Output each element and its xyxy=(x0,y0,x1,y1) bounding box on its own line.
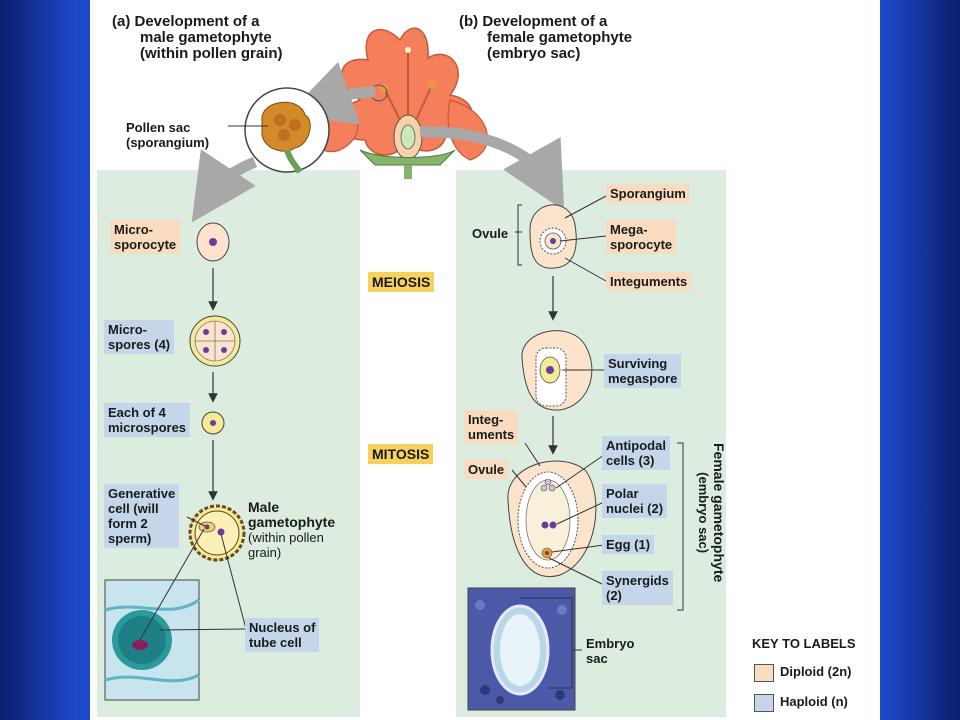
arrow-pollen-sac-to-panel xyxy=(191,149,258,223)
integuments-label-mid: Integ-uments xyxy=(464,410,519,444)
mitosis-label: MITOSIS xyxy=(368,444,434,464)
ovule-megasporocyte xyxy=(529,204,577,269)
egg-label: Egg (1) xyxy=(602,535,655,554)
microspores-label: Micro-spores (4) xyxy=(104,320,175,354)
key-diploid-label: Diploid (2n) xyxy=(780,664,852,679)
meiosis-label: MEIOSIS xyxy=(368,272,435,292)
female-gametophyte-vertical-label: Female gametophyte (embryo sac) xyxy=(696,443,727,583)
sporangium-label: Sporangium xyxy=(606,184,690,203)
ovule-surviving-megaspore xyxy=(521,330,593,411)
key-diploid-swatch xyxy=(754,664,774,682)
female-heading: (b) Development of a female gametophyte … xyxy=(459,13,633,62)
male-gametophyte-label: Male gametophyte (within pollen grain) xyxy=(248,499,336,561)
ovule-embryo-sac xyxy=(507,460,597,577)
ovule-label-mid: Ovule xyxy=(464,460,509,479)
arrow-flower-to-ovule xyxy=(419,126,565,211)
male-heading: (a) Development of a male gametophyte (w… xyxy=(112,13,283,62)
single-microspore xyxy=(201,411,225,435)
key-title: KEY TO LABELS xyxy=(752,636,856,651)
pollen-grain-male-gametophyte xyxy=(188,504,246,562)
key-haploid-label: Haploid (n) xyxy=(780,694,848,709)
embryo-sac-micrograph xyxy=(467,587,576,711)
megasporocyte-label: Mega-sporocyte xyxy=(606,220,677,254)
ovule-label-top: Ovule xyxy=(472,226,509,241)
microspores-tetrad xyxy=(189,315,241,367)
pollen-sac-magnified xyxy=(228,87,330,174)
arrow-flower-to-pollen-sac xyxy=(286,61,376,125)
key-haploid-swatch xyxy=(754,694,774,712)
pollen-sac-label: Pollen sac(sporangium) xyxy=(126,120,210,150)
microsporocyte-cell xyxy=(196,222,230,262)
integuments-label-top: Integuments xyxy=(606,272,692,291)
pollen-micrograph xyxy=(104,579,200,701)
microsporocyte-label: Micro-sporocyte xyxy=(110,220,181,254)
synergids-label: Synergids(2) xyxy=(602,571,673,605)
